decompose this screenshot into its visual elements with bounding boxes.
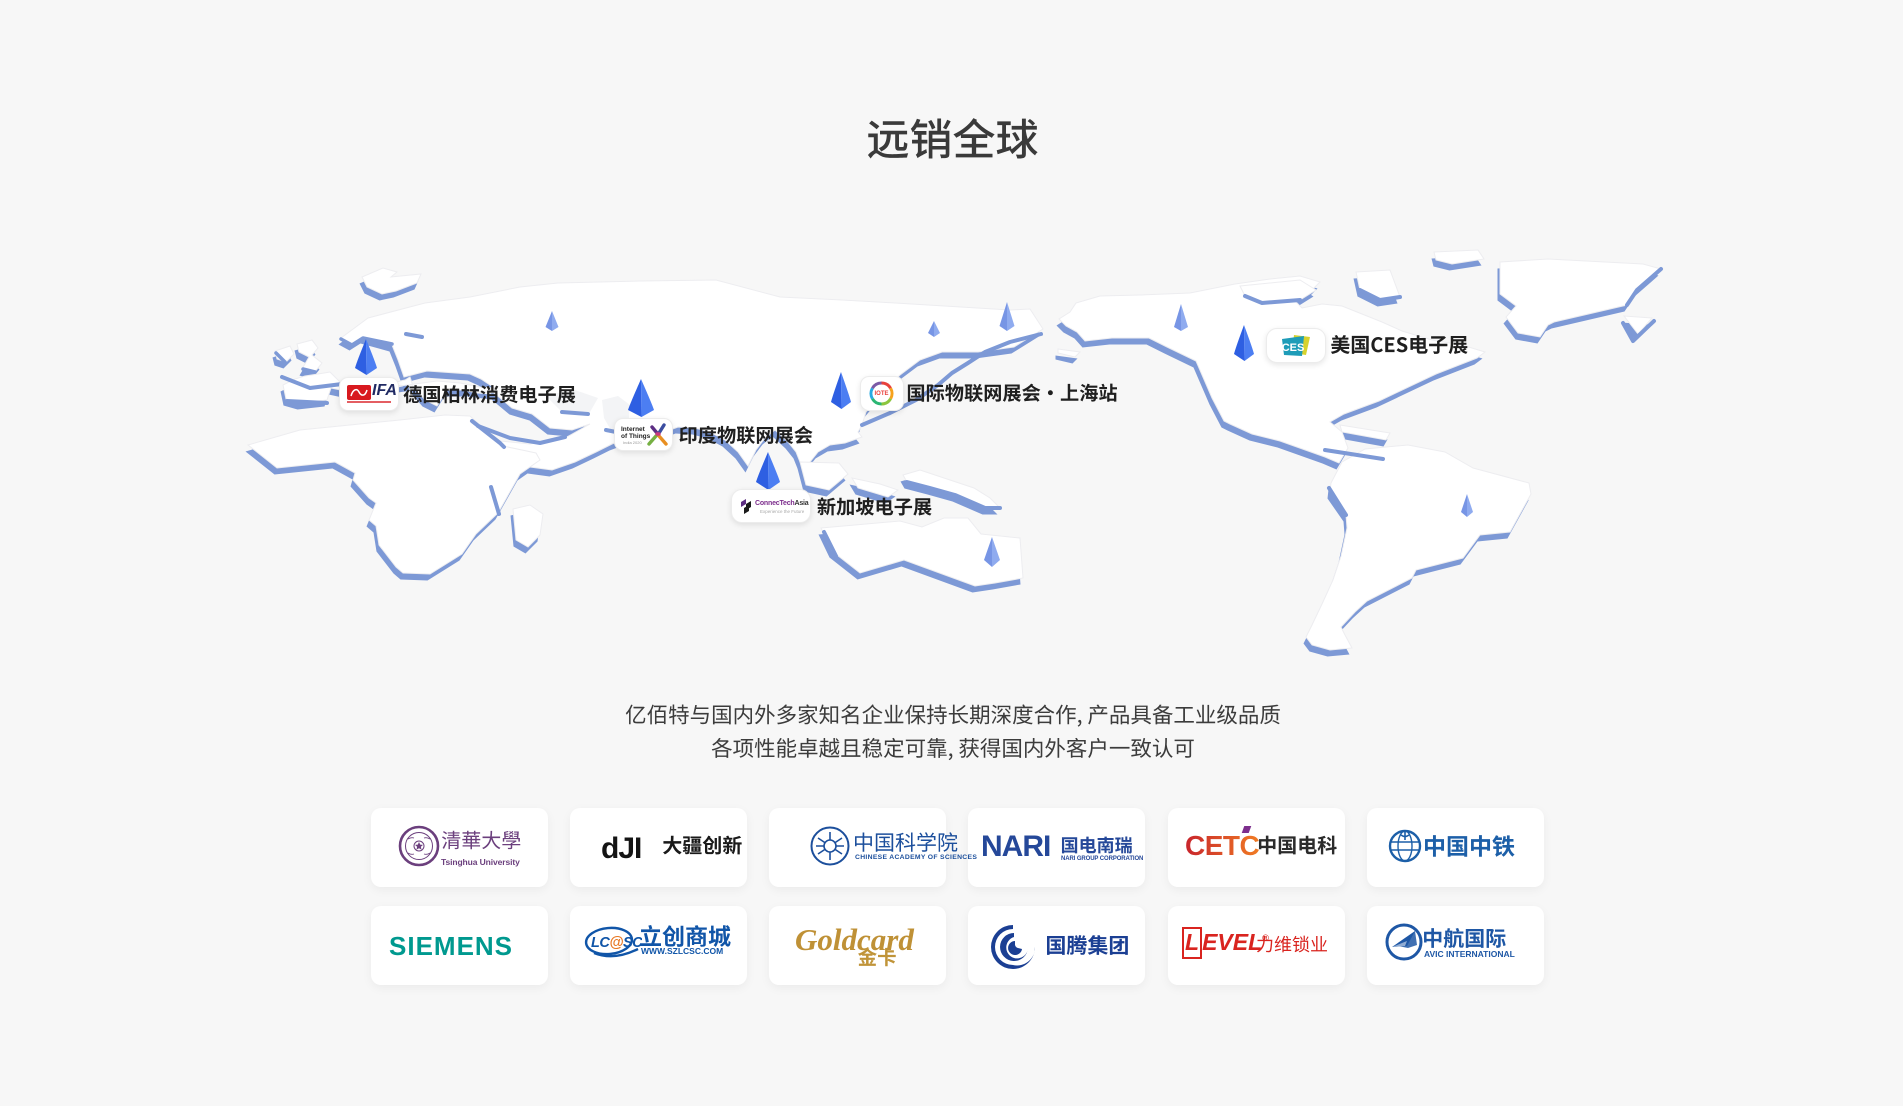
svg-text:LC@SC: LC@SC bbox=[591, 935, 642, 951]
svg-text:CES: CES bbox=[1282, 342, 1305, 354]
svg-text:IOTE: IOTE bbox=[874, 391, 888, 397]
